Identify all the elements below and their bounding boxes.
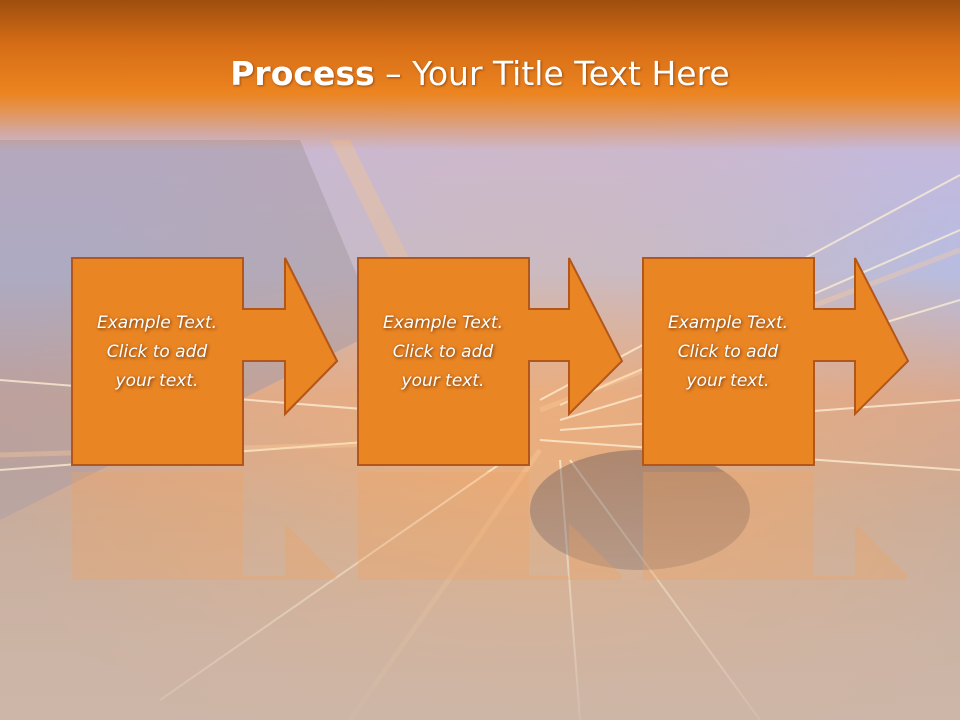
step-2-reflection	[357, 470, 697, 580]
process-step-1[interactable]: Example Text. Click to add your text.	[71, 257, 411, 467]
step-3-reflection	[642, 470, 960, 580]
title-bar	[0, 0, 960, 150]
process-step-2[interactable]: Example Text. Click to add your text.	[357, 257, 697, 467]
step-1-reflection	[71, 470, 411, 580]
arrow-callout-shape	[71, 257, 339, 466]
step-3-text: Example Text. Click to add your text.	[667, 313, 789, 391]
process-step-3[interactable]: Example Text. Click to add your text.	[642, 257, 960, 467]
step-2-text: Example Text. Click to add your text.	[382, 313, 504, 391]
title-rest-part: – Your Title Text Here	[374, 54, 730, 93]
step-1-text: Example Text. Click to add your text.	[96, 313, 218, 391]
arrow-callout-shape	[357, 257, 624, 466]
arrow-callout-shape	[642, 257, 910, 466]
slide-title[interactable]: Process – Your Title Text Here	[0, 52, 960, 96]
title-bold-part: Process	[230, 54, 375, 93]
